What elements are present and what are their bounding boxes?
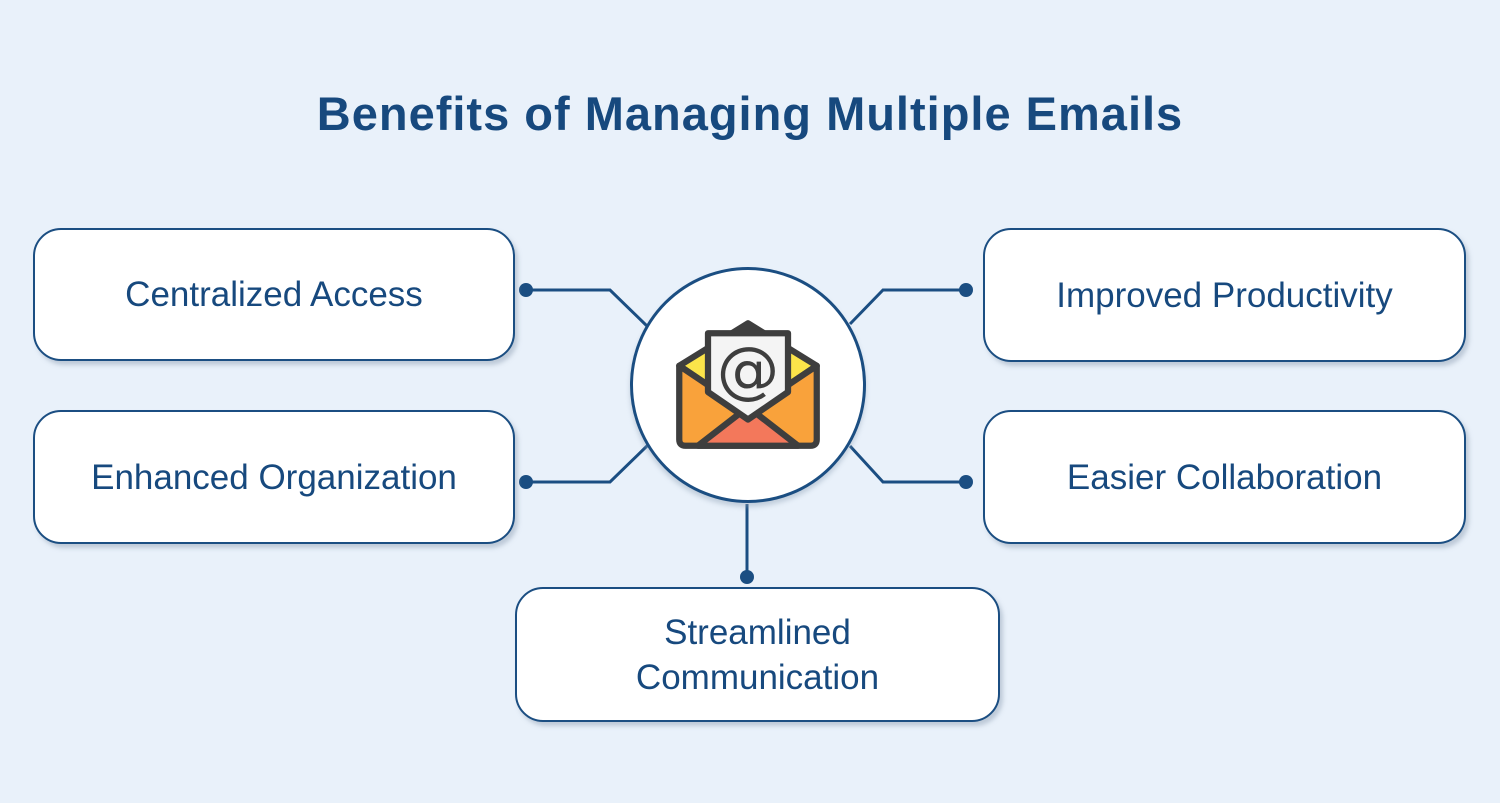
connector-dot [740,570,754,584]
benefit-box-streamlined-communication: Streamlined Communication [515,587,1000,722]
connector-dot [959,475,973,489]
connector-top-left [526,288,650,329]
connector-bottom-right [848,444,966,484]
center-hub-circle: @ [630,267,866,503]
benefit-label: Centralized Access [125,275,423,314]
connector-dot [519,283,533,297]
benefit-box-easier-collaboration: Easier Collaboration [983,410,1466,544]
connector-bottom-left [526,443,650,484]
connector-dot [519,475,533,489]
benefit-label: Easier Collaboration [1066,457,1383,497]
page-title: Benefits of Managing Multiple Emails [316,87,1184,140]
benefit-box-enhanced-organization: Enhanced Organization [33,410,515,544]
at-symbol: @ [717,333,780,406]
letter-paper [704,330,792,423]
envelope-front-triangle [694,403,802,449]
connector-top-right [848,288,966,326]
benefit-box-centralized-access: Centralized Access [33,228,515,361]
benefit-label: Improved Productivity [1056,275,1393,315]
envelope-body [676,362,820,449]
benefit-label: Enhanced Organization [91,457,457,497]
benefit-label: Streamlined Communication [635,612,880,697]
open-envelope-icon: @ [676,320,820,449]
connector-dot [959,283,973,297]
benefit-box-improved-productivity: Improved Productivity [983,228,1466,362]
